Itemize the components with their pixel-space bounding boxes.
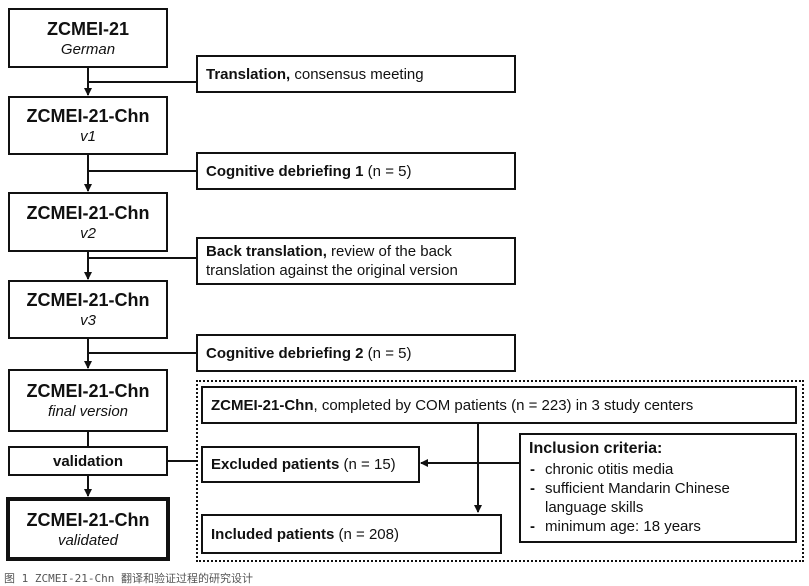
version-box-v1: ZCMEI-21-Chn v1 bbox=[8, 96, 168, 155]
step-cognitive-debriefing-2: Cognitive debriefing 2 (n = 5) bbox=[196, 334, 516, 372]
version-box-validated: ZCMEI-21-Chn validated bbox=[6, 497, 170, 561]
version-subtitle: v1 bbox=[80, 128, 96, 145]
included-bold: Included patients bbox=[211, 525, 335, 543]
version-subtitle: v2 bbox=[80, 224, 96, 242]
version-title: ZCMEI-21-Chn bbox=[26, 290, 150, 310]
version-box-v3: ZCMEI-21-Chn v3 bbox=[8, 280, 168, 339]
step-text: (n = 5) bbox=[363, 162, 412, 180]
version-subtitle: validated bbox=[57, 531, 119, 549]
version-title: ZCMEI-21-Chn bbox=[26, 381, 150, 401]
step-text: review of the back translation against t… bbox=[206, 243, 458, 279]
step-text: (n = 5) bbox=[363, 344, 412, 362]
inclusion-criteria-box: Inclusion criteria: chronic otitis media… bbox=[519, 433, 797, 543]
version-subtitle: German bbox=[60, 40, 116, 58]
version-subtitle: v3 bbox=[80, 312, 96, 329]
step-cognitive-debriefing-1: Cognitive debriefing 1 (n = 5) bbox=[196, 152, 516, 190]
inclusion-item: chronic otitis media bbox=[529, 460, 787, 479]
version-title: ZCMEI-21-Chn bbox=[26, 509, 150, 530]
inclusion-list: chronic otitis media sufficient Mandarin… bbox=[529, 460, 787, 536]
included-text: (n = 208) bbox=[334, 525, 399, 543]
excluded-patients-box: Excluded patients (n = 15) bbox=[201, 446, 420, 483]
version-title: ZCMEI-21-Chn bbox=[26, 202, 150, 223]
step-bold: Translation, bbox=[206, 65, 291, 83]
excluded-bold: Excluded patients bbox=[211, 456, 340, 473]
validation-label: validation bbox=[52, 452, 123, 470]
inclusion-item: minimum age: 18 years bbox=[529, 517, 787, 536]
step-text: consensus meeting bbox=[290, 65, 424, 83]
validation-region bbox=[196, 380, 804, 562]
version-box-german: ZCMEI-21 German bbox=[8, 8, 168, 68]
version-subtitle: final version bbox=[47, 403, 129, 420]
inclusion-item: sufficient Mandarin Chinese language ski… bbox=[529, 479, 787, 517]
version-box-final: ZCMEI-21-Chn final version bbox=[8, 369, 168, 432]
step-back-translation: Back translation, review of the back tra… bbox=[196, 237, 516, 285]
step-bold: Cognitive debriefing 2 bbox=[206, 344, 364, 362]
step-translation: Translation, consensus meeting bbox=[196, 55, 516, 93]
validation-box: validation bbox=[8, 446, 168, 476]
study-box: ZCMEI-21-Chn, completed by COM patients … bbox=[201, 386, 797, 424]
version-box-v2: ZCMEI-21-Chn v2 bbox=[8, 192, 168, 252]
figure-caption: 图 1 ZCMEI-21-Chn 翻译和验证过程的研究设计 bbox=[4, 572, 253, 585]
step-bold: Back translation, bbox=[206, 243, 327, 260]
version-title: ZCMEI-21-Chn bbox=[26, 106, 150, 126]
included-patients-box: Included patients (n = 208) bbox=[201, 514, 502, 554]
inclusion-title: Inclusion criteria: bbox=[529, 440, 663, 457]
study-bold: ZCMEI-21-Chn bbox=[211, 396, 314, 414]
step-bold: Cognitive debriefing 1 bbox=[206, 162, 364, 180]
study-text: , completed by COM patients (n = 223) in… bbox=[313, 396, 694, 414]
excluded-text: (n = 15) bbox=[339, 456, 396, 473]
version-title: ZCMEI-21 bbox=[46, 18, 129, 39]
